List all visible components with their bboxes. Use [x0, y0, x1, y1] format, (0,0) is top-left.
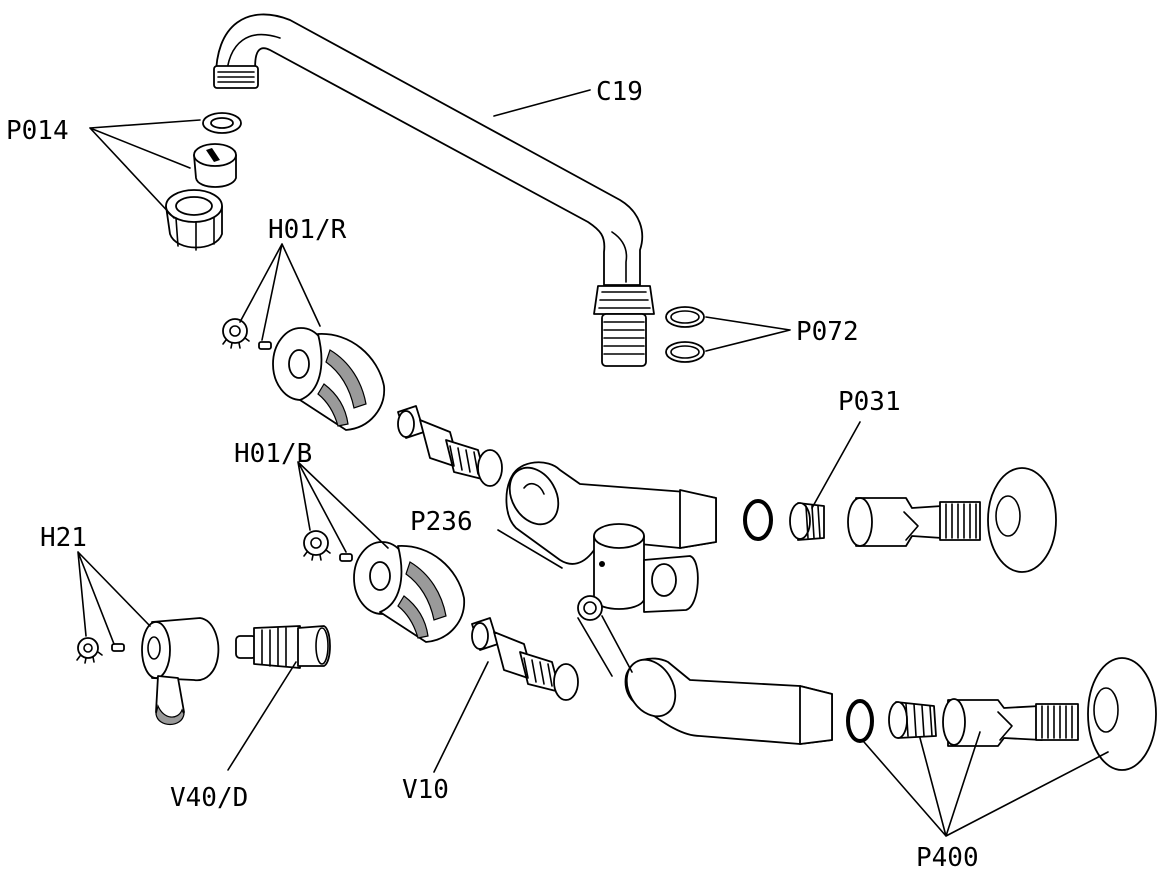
part-labels: C19 P014 H01/R P072 P031 H01/B P236 H21 …: [6, 77, 979, 873]
label-v10: V10: [402, 775, 449, 805]
valve-v40d: [235, 625, 331, 669]
rings-p072: [665, 306, 705, 363]
stem-cartridge-upper: [397, 405, 503, 487]
mixer-body: [505, 461, 833, 745]
lever-h21-parts: [76, 617, 220, 726]
valve-v10: [471, 617, 579, 701]
label-h01r: H01/R: [268, 215, 347, 245]
aerator-p014-parts: [165, 112, 242, 251]
inlet-set-p031: [743, 467, 1057, 573]
label-p014: P014: [6, 116, 69, 146]
label-h01b: H01/B: [234, 439, 312, 469]
inlet-set-p400: [846, 657, 1157, 771]
leader-lines: [77, 89, 1109, 837]
label-c19: C19: [596, 77, 643, 107]
label-h21: H21: [40, 523, 87, 553]
label-p031: P031: [838, 387, 901, 417]
label-p072: P072: [796, 317, 859, 347]
handle-h01r-parts: [222, 318, 385, 431]
spout-c19: [213, 13, 655, 367]
label-p400: P400: [916, 843, 979, 873]
label-v40d: V40/D: [170, 783, 248, 813]
handle-h01b-parts: [303, 530, 465, 643]
label-p236: P236: [410, 507, 473, 537]
